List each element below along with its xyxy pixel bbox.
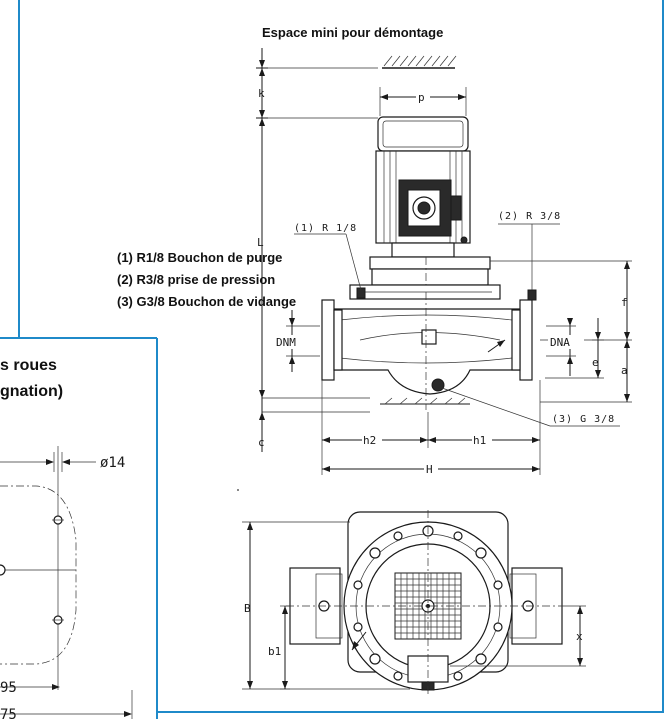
dim-L: L	[257, 236, 264, 249]
inset-dim-75: 75	[0, 707, 17, 719]
dim-k: k	[258, 87, 265, 100]
inset-panel	[0, 337, 158, 719]
inset-title-line2: gnation)	[0, 383, 63, 400]
pump-housing	[321, 284, 537, 410]
dim-H: H	[426, 463, 433, 476]
dim-B	[242, 521, 410, 690]
legend-item-1: (1) R1/8 Bouchon de purge	[117, 250, 282, 265]
dim-e: e	[592, 356, 599, 369]
callout-1: (1) R 1/8	[294, 223, 357, 234]
dim-x	[450, 605, 586, 667]
callout-3: (3) G 3/8	[552, 414, 615, 425]
legend-item-3: (3) G3/8 Bouchon de vidange	[117, 294, 296, 309]
dim-c: c	[258, 436, 265, 449]
callout-2: (2) R 3/8	[498, 211, 561, 222]
dim-b1-label: b1	[268, 645, 281, 658]
dim-left-vertical	[256, 48, 268, 452]
dim-h1: h1	[473, 434, 486, 447]
pump-top-view	[286, 510, 566, 694]
dim-DNM-label: DNM	[276, 336, 296, 349]
dim-x-label: x	[576, 630, 583, 643]
inset-title-line1: s roues	[0, 357, 57, 374]
inset-dia-label: ø14	[100, 455, 125, 471]
dim-B-label: B	[244, 602, 251, 615]
dim-horizontal	[321, 380, 541, 475]
dim-a: a	[621, 364, 628, 377]
dim-b1	[280, 605, 290, 690]
inset-dim-95: 95	[0, 680, 17, 696]
dim-p-label: p	[418, 91, 425, 104]
legend-item-2: (2) R3/8 prise de pression	[117, 272, 275, 287]
title: Espace mini pour démontage	[262, 25, 443, 40]
motor	[369, 116, 491, 286]
dim-DNA: DNA	[550, 336, 570, 349]
dim-f: f	[621, 296, 628, 309]
dim-h2: h2	[363, 434, 376, 447]
min-space-hatch	[382, 55, 457, 69]
